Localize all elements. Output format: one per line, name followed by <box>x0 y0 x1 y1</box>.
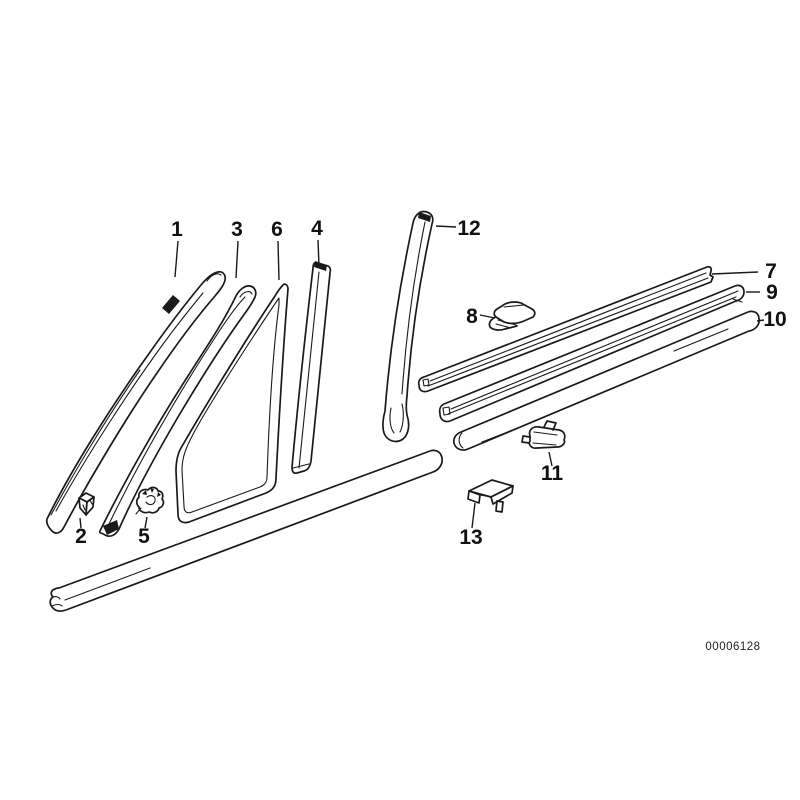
leader-line-13 <box>471 502 476 529</box>
part-label-3[interactable]: 3 <box>231 218 243 241</box>
leader-line-10 <box>756 319 765 322</box>
part-label-7[interactable]: 7 <box>765 260 777 283</box>
part-label-8[interactable]: 8 <box>466 305 478 328</box>
leader-line-6 <box>277 240 280 281</box>
clip-8-drawing <box>488 301 536 331</box>
part-label-9[interactable]: 9 <box>766 281 778 304</box>
clip-11-drawing <box>521 420 566 449</box>
leader-line-3 <box>235 240 239 279</box>
strip-9-drawing <box>438 284 745 423</box>
part-6-drawing <box>175 283 289 524</box>
part-3-drawing <box>98 285 257 538</box>
strip-10-drawing <box>452 310 760 451</box>
molding-drawing <box>49 449 443 612</box>
part-label-11[interactable]: 11 <box>541 462 564 485</box>
part-labels: 1 2 3 4 5 6 7 8 9 10 11 12 13 <box>75 217 787 549</box>
part-12-drawing <box>382 210 434 443</box>
doc-number: 00006128 <box>705 641 760 653</box>
clip-13-drawing <box>467 479 514 513</box>
strip-7-drawing <box>417 265 714 393</box>
part-label-10[interactable]: 10 <box>763 308 786 331</box>
part-label-6[interactable]: 6 <box>271 218 283 241</box>
leader-line-8 <box>479 314 496 319</box>
part-1-drawing <box>45 271 227 534</box>
part-label-12[interactable]: 12 <box>457 217 480 240</box>
part-label-5[interactable]: 5 <box>138 525 150 548</box>
leader-line-2 <box>79 517 82 529</box>
leader-line-5 <box>144 516 148 529</box>
leader-line-12 <box>435 225 457 228</box>
leader-line-11 <box>548 451 553 467</box>
leader-line-7 <box>711 271 759 275</box>
leader-lines <box>79 225 765 529</box>
leader-line-4 <box>317 239 320 267</box>
leader-line-1 <box>174 240 179 278</box>
part-label-4[interactable]: 4 <box>311 217 323 240</box>
clip-2-drawing <box>78 492 95 516</box>
part-label-13[interactable]: 13 <box>459 526 482 549</box>
part-4-drawing <box>291 261 332 475</box>
clip-5-drawing <box>135 486 165 515</box>
part-label-2[interactable]: 2 <box>75 525 87 548</box>
part-label-1[interactable]: 1 <box>171 218 183 241</box>
